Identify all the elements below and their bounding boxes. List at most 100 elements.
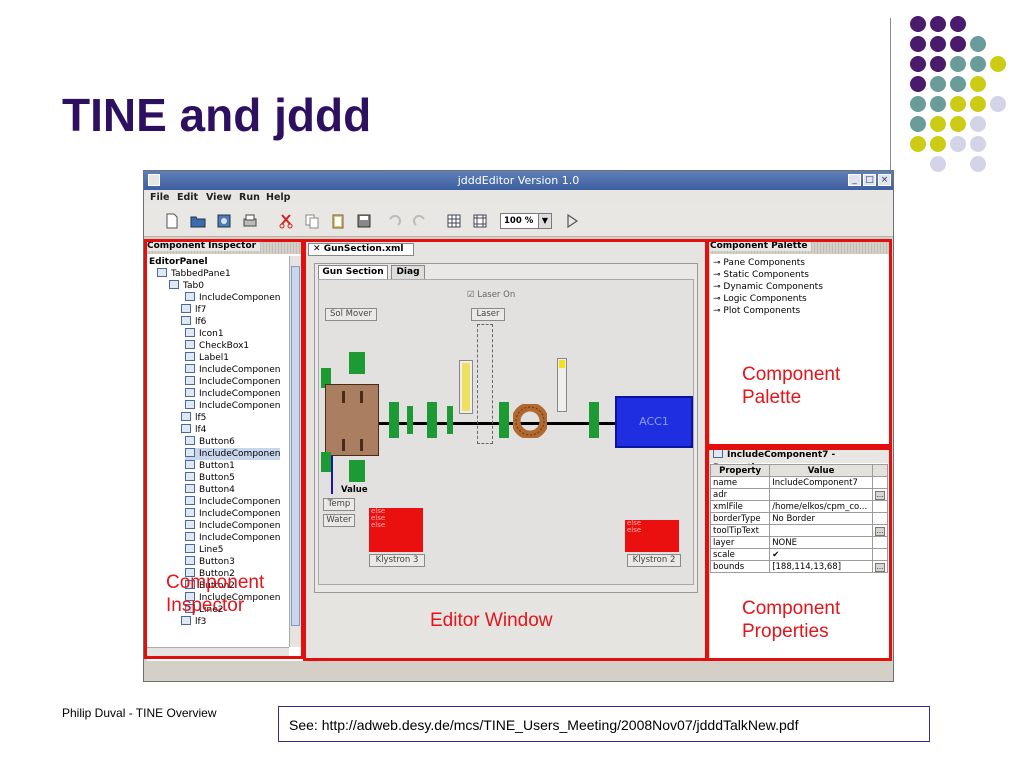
undo-icon[interactable] [386, 213, 402, 229]
save-icon[interactable] [216, 213, 232, 229]
run-icon[interactable] [564, 213, 580, 229]
laser-button[interactable]: Laser [471, 308, 505, 321]
ellipsis-button[interactable]: ... [874, 562, 885, 572]
window-titlebar[interactable]: jdddEditor Version 1.0 _ □ × [144, 171, 893, 190]
tab-gun-section[interactable]: Gun Section [318, 265, 388, 279]
tree-item[interactable]: IncludeComponen [185, 592, 280, 604]
close-button[interactable]: × [878, 174, 891, 186]
component-icon [185, 352, 195, 361]
annotation-component-properties: Component Properties [742, 598, 841, 642]
tree-item[interactable]: IncludeComponen [185, 400, 280, 412]
tree-item[interactable]: Button5 [185, 472, 235, 484]
maximize-button[interactable]: □ [863, 174, 876, 186]
menu-run[interactable]: Run [239, 192, 260, 203]
dot [970, 76, 986, 92]
palette-header: Component Palette [710, 241, 890, 254]
tree-item[interactable]: TabbedPane1 [157, 268, 231, 280]
palette-item-pane[interactable]: ⊸ Pane Components [713, 258, 805, 268]
acc1-module[interactable]: ACC1 [615, 396, 693, 448]
tree-item[interactable]: Button6 [185, 436, 235, 448]
ellipsis-button[interactable]: ... [874, 490, 885, 500]
tree-item[interactable]: IncludeComponen [185, 388, 280, 400]
rf-gun[interactable] [325, 384, 379, 456]
tree-item[interactable]: Button2 [185, 568, 235, 580]
tree-item[interactable]: IncludeComponen [185, 376, 280, 388]
component-icon [185, 448, 195, 457]
tree-item[interactable]: IncludeComponen [185, 292, 280, 304]
close-tab-icon[interactable]: ✕ [313, 244, 321, 254]
tree-item-label: IncludeComponen [199, 533, 281, 543]
tree-item[interactable]: lf3 [181, 616, 206, 628]
property-row[interactable]: bounds[188,114,13,68]... [709, 560, 889, 573]
dot [930, 76, 946, 92]
klystron2-button[interactable]: Klystron 2 [627, 554, 681, 567]
file-tab[interactable]: ✕ GunSection.xml [308, 243, 414, 256]
tree-item[interactable]: Icon1 [185, 328, 224, 340]
copy-icon[interactable] [304, 213, 320, 229]
new-file-icon[interactable] [164, 213, 180, 229]
tree-item[interactable]: Line2 [185, 604, 223, 616]
palette-item-plot[interactable]: ⊸ Plot Components [713, 306, 801, 316]
tree-item[interactable]: Button1 [185, 460, 235, 472]
scrollbar-thumb[interactable] [291, 266, 300, 626]
menu-edit[interactable]: Edit [177, 192, 199, 203]
tree-item[interactable]: lf4 [181, 424, 206, 436]
save-all-icon[interactable] [356, 213, 372, 229]
property-name: bounds [709, 560, 771, 573]
property-value[interactable]: [188,114,13,68] [769, 560, 873, 573]
tree-item[interactable]: IncludeComponen [185, 364, 280, 376]
chevron-down-icon[interactable]: ▼ [538, 214, 551, 228]
laser-on-checkbox[interactable]: ☑ Laser On [467, 290, 516, 300]
tree-item[interactable]: Label1 [185, 352, 229, 364]
tree-item[interactable]: Line5 [185, 544, 223, 556]
klystron3-button[interactable]: Klystron 3 [369, 554, 425, 567]
open-folder-icon[interactable] [190, 213, 206, 229]
tree-item[interactable]: IncludeComponen [185, 496, 280, 508]
toroid-icon [513, 404, 547, 438]
tree-item-label: IncludeComponen [199, 593, 281, 603]
tree-item[interactable]: IncludeComponen [185, 508, 280, 520]
inspector-scrollbar[interactable] [289, 256, 301, 647]
tree-item[interactable]: Tab0 [169, 280, 204, 292]
paste-icon[interactable] [330, 213, 346, 229]
tree-root[interactable]: EditorPanel [149, 257, 208, 267]
tree-item[interactable]: lf6 [181, 316, 206, 328]
menu-file[interactable]: File [150, 192, 170, 203]
tree-item[interactable]: IncludeComponen [185, 448, 281, 460]
tree-item-label: CheckBox1 [199, 341, 250, 351]
palette-item-logic[interactable]: ⊸ Logic Components [713, 294, 807, 304]
cut-icon[interactable] [278, 213, 294, 229]
minimize-button[interactable]: _ [848, 174, 861, 186]
print-icon[interactable] [242, 213, 258, 229]
tree-item[interactable]: IncludeComponen [185, 520, 280, 532]
tree-item[interactable]: lf5 [181, 412, 206, 424]
tree-item[interactable]: Button4 [185, 484, 235, 496]
sol-mover-button[interactable]: Sol Mover [325, 308, 377, 321]
snap-icon[interactable] [472, 213, 488, 229]
tab-diag[interactable]: Diag [391, 265, 425, 279]
menu-view[interactable]: View [206, 192, 232, 203]
ellipsis-button[interactable]: ... [874, 526, 885, 536]
tree-item[interactable]: Button3 [185, 556, 235, 568]
palette-item-static[interactable]: ⊸ Static Components [713, 270, 809, 280]
see-link[interactable]: See: http://adweb.desy.de/mcs/TINE_Users… [278, 706, 930, 742]
water-button[interactable]: Water [323, 514, 355, 527]
tree-item-label: Tab0 [183, 281, 204, 291]
palette-item-dynamic[interactable]: ⊸ Dynamic Components [713, 282, 823, 292]
tree-item[interactable]: IncludeComponen [185, 532, 280, 544]
tree-item[interactable]: lf7 [181, 304, 206, 316]
tree-item[interactable]: Button2 [185, 580, 235, 592]
temp-button[interactable]: Temp [323, 498, 355, 511]
grid-icon[interactable] [446, 213, 462, 229]
zoom-select[interactable]: 100 % ▼ [500, 213, 552, 229]
component-icon [185, 484, 195, 493]
tree-item[interactable]: CheckBox1 [185, 340, 249, 352]
menu-help[interactable]: Help [266, 192, 291, 203]
redo-icon[interactable] [412, 213, 428, 229]
annotation-component-palette: Component Palette [742, 364, 841, 408]
dot [930, 156, 946, 172]
